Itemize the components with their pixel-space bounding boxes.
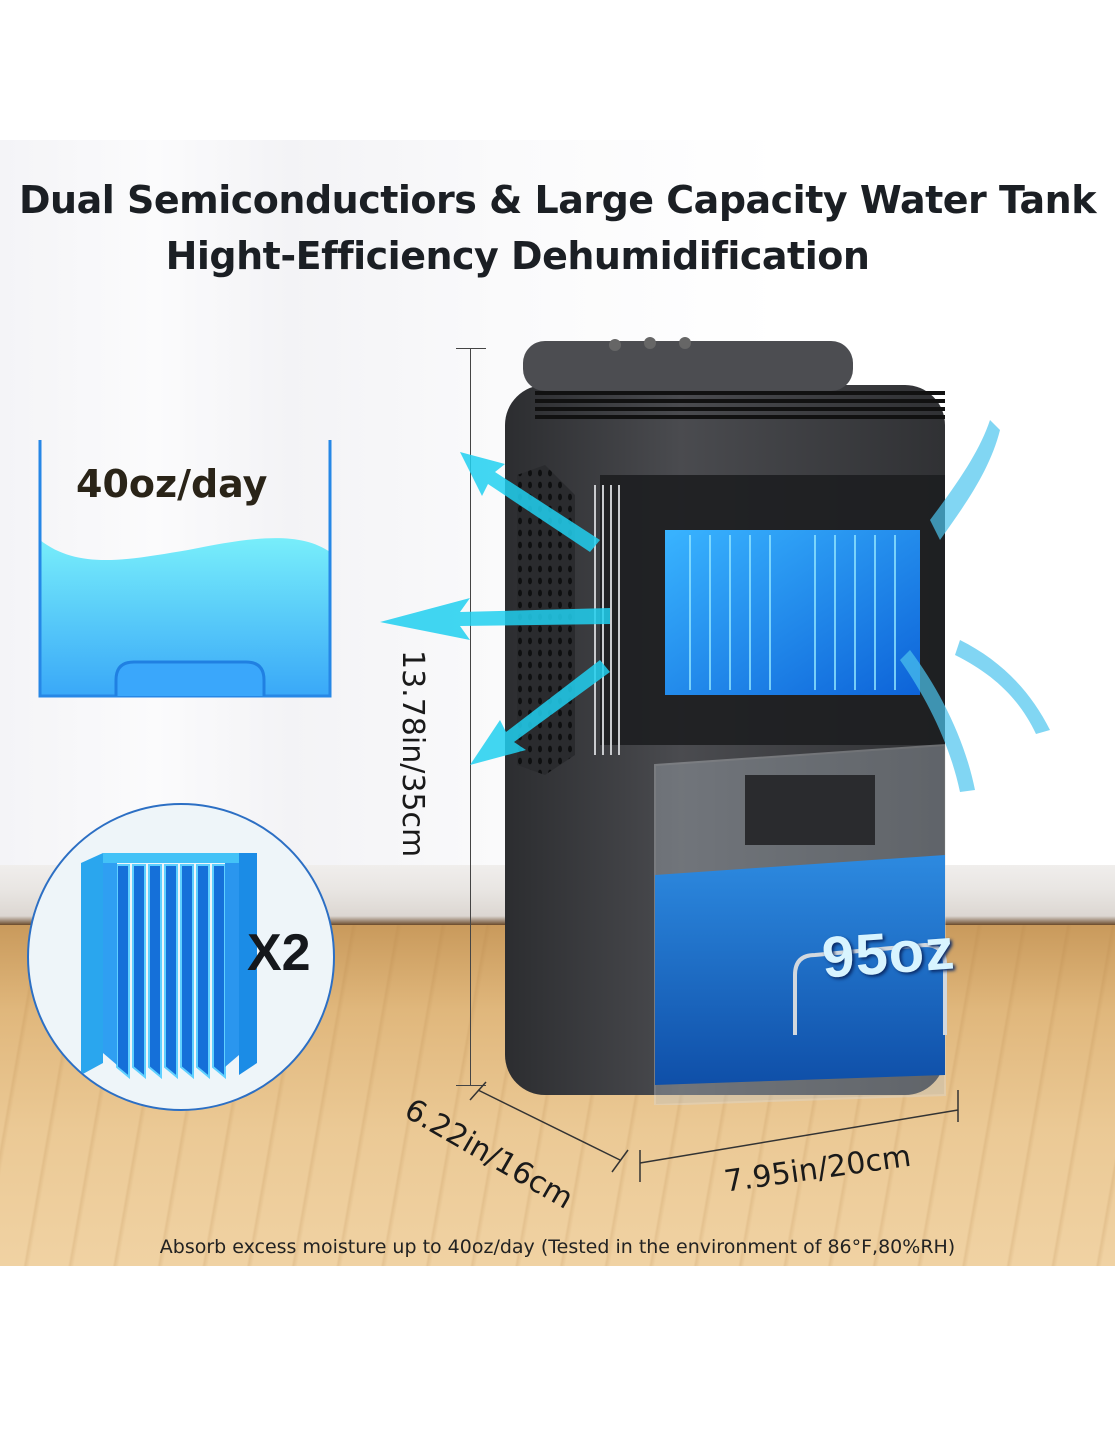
- heatsink-count: X2: [247, 924, 311, 982]
- daily-capacity-graphic: 40oz/day: [38, 440, 334, 698]
- height-dimension-label: 13.78in/35cm: [395, 650, 430, 858]
- daily-capacity-label: 40oz/day: [76, 462, 268, 506]
- dehumidifier-illustration: [505, 337, 947, 1105]
- height-dimension-cap-bottom: [456, 1085, 486, 1086]
- water-tank-capacity-label: 95oz: [819, 916, 958, 991]
- headline-line-2: Hight-Efficiency Dehumidification: [165, 234, 870, 278]
- water-tank-icon: [38, 440, 332, 698]
- heatsink-icon: [81, 853, 257, 1080]
- height-dimension-line: [470, 348, 471, 1086]
- test-conditions-footnote: Absorb excess moisture up to 40oz/day (T…: [159, 1236, 956, 1258]
- height-dimension-cap-top: [456, 348, 486, 349]
- heatsink-callout: X2: [27, 803, 335, 1111]
- headline-line-1: Dual Semiconductiors & Large Capacity Wa…: [19, 178, 1096, 222]
